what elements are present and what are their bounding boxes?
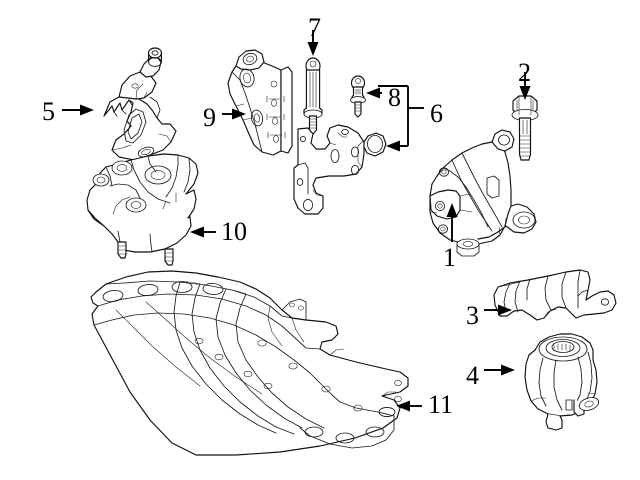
part-5-engine-support-bracket-left[interactable] [103, 47, 177, 161]
callout-label-4: 4 [466, 361, 479, 390]
part-6-mount-bracket-assembly[interactable] [293, 124, 387, 215]
part-3-heat-shield[interactable] [493, 269, 617, 321]
callout-label-9: 9 [203, 103, 216, 132]
part-8-short-ball-stud[interactable] [350, 75, 366, 118]
callout-label-3: 3 [466, 301, 479, 330]
callout-label-11: 11 [428, 390, 454, 419]
callout-label-5: 5 [42, 97, 55, 126]
part-1-engine-mount-bracket[interactable] [429, 129, 537, 257]
leader-lines [62, 30, 531, 412]
callout-label-6: 6 [430, 99, 443, 128]
part-2-hex-flange-bolt[interactable] [511, 95, 539, 161]
callout-label-8: 8 [388, 83, 401, 112]
callout-label-7: 7 [308, 13, 321, 42]
part-11-front-subframe-crossmember[interactable] [90, 270, 409, 456]
part-10-transmission-mount[interactable] [86, 153, 199, 266]
part-9-transmission-support-bracket[interactable] [227, 49, 293, 156]
callout-label-2: 2 [518, 58, 531, 87]
callout-label-10: 10 [221, 217, 247, 246]
part-4-hydraulic-engine-mount[interactable] [524, 333, 600, 431]
callout-label-1: 1 [443, 243, 456, 272]
part-7-long-ball-stud[interactable] [303, 57, 323, 135]
